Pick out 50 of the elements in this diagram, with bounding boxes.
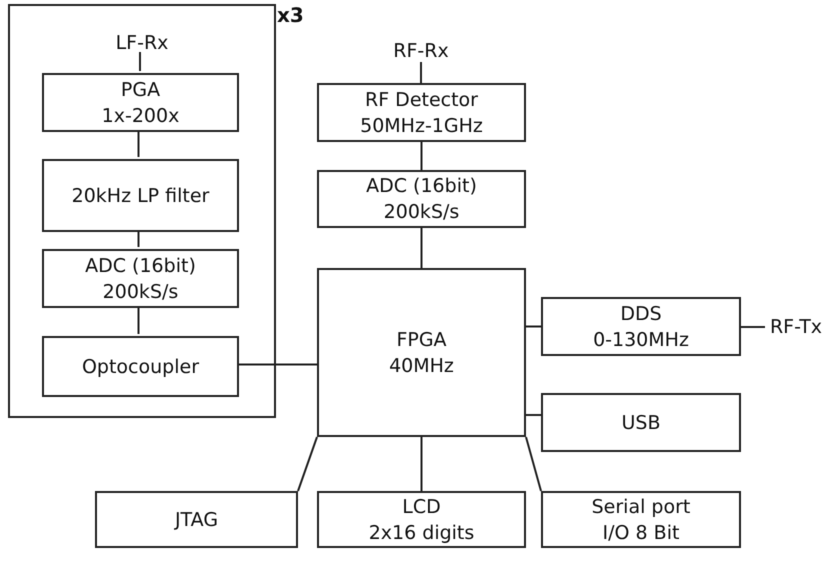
block-label: PGA <box>120 78 160 102</box>
connector-line <box>237 364 317 366</box>
block-label: I/O 8 Bit <box>602 520 680 546</box>
connector-line <box>420 228 422 268</box>
connector-line <box>420 62 422 83</box>
connector-line <box>138 306 140 334</box>
block-label: ADC (16bit) <box>85 254 196 278</box>
block-label: 40MHz <box>389 354 454 378</box>
block-box <box>317 83 526 142</box>
block-label: 0-130MHz <box>593 328 689 352</box>
block-label: 200kS/s <box>384 200 460 225</box>
block-label: DDS <box>620 302 662 326</box>
connector-line <box>138 230 140 247</box>
block-label: LCD <box>402 494 441 520</box>
connector-line <box>420 142 422 170</box>
multiplier-label: x3 <box>277 2 304 29</box>
block-box <box>541 491 741 548</box>
connector-line <box>741 326 765 328</box>
block-box <box>42 249 239 308</box>
block-label: 2x16 digits <box>368 520 474 546</box>
connector-line <box>420 437 422 491</box>
block-box <box>317 170 526 228</box>
connector-line <box>139 52 141 71</box>
block-box <box>95 491 298 548</box>
block-label: Serial port <box>592 494 690 520</box>
connector-line <box>526 326 541 328</box>
block-label: FPGA <box>396 328 447 352</box>
block-label: JTAG <box>174 508 218 532</box>
signal-label: RF-Rx <box>393 39 449 64</box>
block-box <box>42 336 239 397</box>
block-box <box>42 159 239 232</box>
block-label: USB <box>621 410 660 436</box>
block-label: ADC (16bit) <box>366 174 477 199</box>
block-box <box>42 73 239 132</box>
connector-line <box>525 436 542 492</box>
connector-line <box>526 414 541 416</box>
signal-label: RF-Tx <box>770 315 822 340</box>
block-label: 20kHz LP filter <box>72 184 210 208</box>
block-label: RF Detector <box>365 88 478 112</box>
block-box <box>541 297 741 356</box>
block-label: Optocoupler <box>82 354 200 380</box>
block-box <box>317 491 526 548</box>
connector-line <box>138 130 140 157</box>
block-label: 1x-200x <box>102 104 180 128</box>
block-box <box>541 393 741 452</box>
block-label: 200kS/s <box>102 280 178 304</box>
connector-line <box>297 436 318 492</box>
signal-label: LF-Rx <box>116 31 168 56</box>
block-box <box>317 268 526 437</box>
block-label: 50MHz-1GHz <box>360 114 483 138</box>
